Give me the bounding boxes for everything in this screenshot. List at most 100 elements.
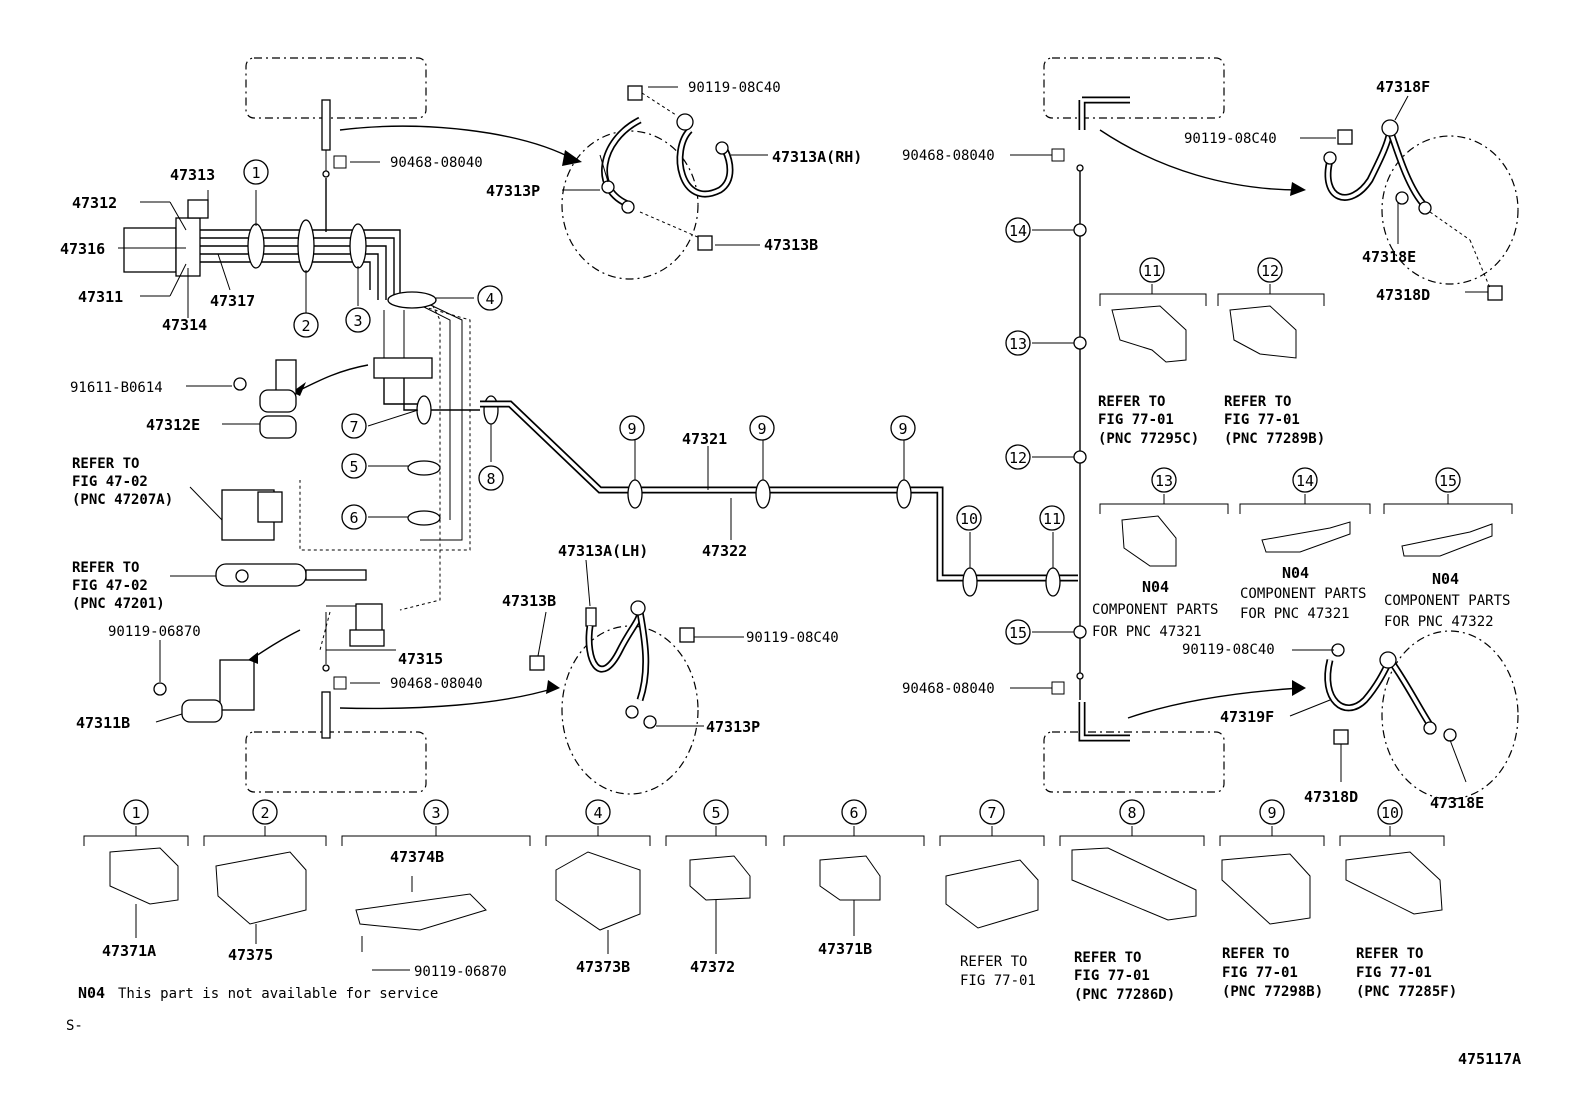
svg-text:11: 11	[1043, 510, 1061, 528]
ref-c7-line2: FIG 77-01	[960, 973, 1036, 989]
ref-c14-line2: COMPONENT PARTS	[1240, 586, 1366, 602]
ref-c8-line3: (PNC 77286D)	[1074, 987, 1175, 1003]
callout-9: 9	[619, 415, 645, 441]
svg-text:6: 6	[849, 804, 858, 822]
label-47312e: 47312E	[146, 416, 200, 434]
ref-c8-line2: FIG 77-01	[1074, 968, 1150, 984]
label-90119-06870-bot: 90119-06870	[414, 964, 507, 980]
ref-c13-line3: FOR PNC 47321	[1092, 624, 1202, 640]
callout-13: 13	[1005, 330, 1031, 356]
svg-text:9: 9	[1267, 804, 1276, 822]
svg-text:7: 7	[987, 804, 996, 822]
svg-text:14: 14	[1296, 472, 1314, 490]
ref-4702b-line1: REFER TO	[72, 560, 139, 576]
callout-9: 9	[749, 415, 775, 441]
svg-text:10: 10	[960, 510, 978, 528]
svg-text:9: 9	[627, 420, 636, 438]
ref-4702a-line1: REFER TO	[72, 456, 139, 472]
ref-c14-code: N04	[1282, 564, 1309, 582]
callout-15: 15	[1435, 467, 1461, 493]
svg-text:12: 12	[1261, 262, 1279, 280]
s-mark: S-	[66, 1018, 83, 1034]
refer-blocks: REFER TO FIG 47-02 (PNC 47207A) REFER TO…	[72, 394, 1510, 1003]
wheel-region-boxes	[245, 57, 1519, 800]
ref-c11-line1: REFER TO	[1098, 394, 1165, 410]
label-90119-08c40-rbot: 90119-08C40	[1182, 642, 1275, 658]
label-47371a: 47371A	[102, 942, 156, 960]
svg-text:3: 3	[353, 312, 362, 330]
callout-8: 8	[478, 465, 504, 491]
label-90468-08040-bot: 90468-08040	[390, 676, 483, 692]
ref-4702b-line3: (PNC 47201)	[72, 596, 165, 612]
ref-c9-line2: FIG 77-01	[1222, 965, 1298, 981]
label-47313a-lh: 47313A(LH)	[558, 542, 648, 560]
label-47313b-bot: 47313B	[502, 592, 556, 610]
callout-10: 10	[956, 505, 982, 531]
front-lh-line	[529, 600, 695, 729]
label-90119-08c40-top: 90119-08C40	[688, 80, 781, 96]
callout-5: 5	[703, 799, 729, 825]
callout-7: 7	[979, 799, 1005, 825]
svg-text:5: 5	[349, 458, 358, 476]
label-90468-08040-rbot: 90468-08040	[902, 681, 995, 697]
svg-text:10: 10	[1381, 804, 1399, 822]
callout-9: 9	[1259, 799, 1285, 825]
label-90119-08c40-rtop: 90119-08C40	[1184, 131, 1277, 147]
ref-4702b-line2: FIG 47-02	[72, 578, 148, 594]
svg-text:1: 1	[251, 164, 260, 182]
ref-c10-line3: (PNC 77285F)	[1356, 984, 1457, 1000]
svg-text:7: 7	[349, 418, 358, 436]
callout-13: 13	[1151, 467, 1177, 493]
leader-lines	[118, 86, 1488, 783]
label-47321: 47321	[682, 430, 727, 448]
ref-c10-line1: REFER TO	[1356, 946, 1423, 962]
svg-text:11: 11	[1143, 262, 1161, 280]
svg-text:13: 13	[1155, 472, 1173, 490]
svg-text:2: 2	[260, 804, 269, 822]
ref-c12-line3: (PNC 77289B)	[1224, 431, 1325, 447]
ref-c10-line2: FIG 77-01	[1356, 965, 1432, 981]
label-47313a-rh: 47313A(RH)	[772, 148, 862, 166]
footnote-code: N04	[78, 984, 105, 1002]
ref-c9-line1: REFER TO	[1222, 946, 1289, 962]
callout-14: 14	[1292, 467, 1318, 493]
part-labels: 47313 47312 47316 47311 47314 47317 9011…	[60, 78, 1521, 1068]
label-47314: 47314	[162, 316, 207, 334]
label-47318d-top: 47318D	[1376, 286, 1430, 304]
callout-6: 6	[341, 504, 367, 530]
ref-c7-line1: REFER TO	[960, 954, 1027, 970]
svg-text:8: 8	[486, 470, 495, 488]
front-rh-line	[321, 85, 734, 251]
svg-text:6: 6	[349, 509, 358, 527]
callout-3: 3	[345, 307, 371, 333]
ref-c14-line3: FOR PNC 47321	[1240, 606, 1350, 622]
label-47375: 47375	[228, 946, 273, 964]
label-47313: 47313	[170, 166, 215, 184]
bottom-clip-row	[83, 826, 1445, 971]
svg-text:4: 4	[485, 290, 494, 308]
callout-7: 7	[341, 413, 367, 439]
ref-c15-line2: COMPONENT PARTS	[1384, 593, 1510, 609]
label-47373b: 47373B	[576, 958, 630, 976]
left-junction-block	[123, 199, 560, 739]
svg-text:14: 14	[1009, 222, 1027, 240]
svg-text:2: 2	[301, 317, 310, 335]
ref-c11-line3: (PNC 77295C)	[1098, 431, 1199, 447]
label-47322: 47322	[702, 542, 747, 560]
ref-c13-line2: COMPONENT PARTS	[1092, 602, 1218, 618]
label-47313b-top: 47313B	[764, 236, 818, 254]
label-47374b: 47374B	[390, 848, 444, 866]
rear-tubes	[1073, 96, 1503, 745]
callout-15: 15	[1005, 619, 1031, 645]
callout-10: 10	[1377, 799, 1403, 825]
label-47371b: 47371B	[818, 940, 872, 958]
callout-2: 2	[293, 312, 319, 338]
ref-4702a-line3: (PNC 47207A)	[72, 492, 173, 508]
main-brake-tubes	[480, 400, 1078, 597]
callout-2: 2	[252, 799, 278, 825]
callout-3: 3	[423, 799, 449, 825]
callout-1: 1	[123, 799, 149, 825]
label-47318d-bot: 47318D	[1304, 788, 1358, 806]
svg-text:3: 3	[431, 804, 440, 822]
clip-detail-brackets	[1099, 284, 1513, 567]
